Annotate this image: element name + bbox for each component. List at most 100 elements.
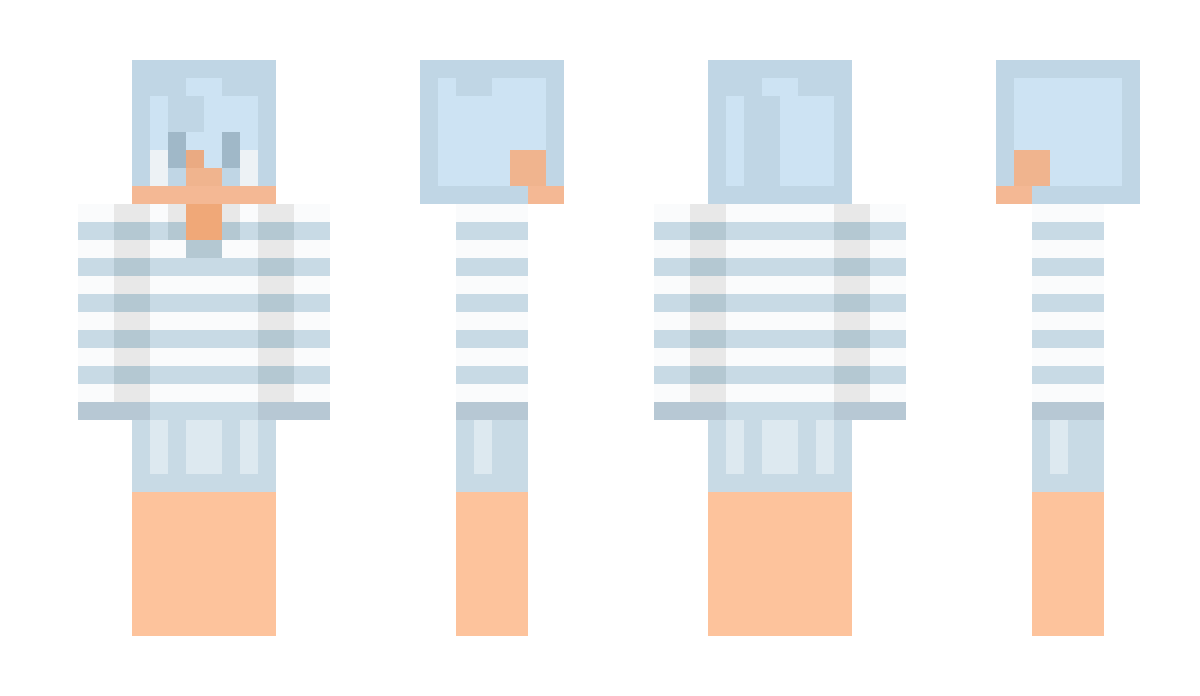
- skin-pixel: [168, 546, 186, 564]
- skin-pixel: [708, 528, 726, 546]
- skin-pixel: [258, 114, 276, 132]
- skin-pixel: [492, 348, 510, 366]
- skin-pixel: [1050, 528, 1068, 546]
- skin-pixel: [204, 96, 222, 114]
- skin-pixel: [258, 60, 276, 78]
- skin-pixel: [510, 294, 528, 312]
- skin-pixel: [654, 222, 672, 240]
- skin-pixel: [96, 402, 114, 420]
- skin-pixel: [546, 132, 564, 150]
- skin-pixel: [726, 294, 744, 312]
- skin-pixel: [204, 600, 222, 618]
- skin-pixel: [762, 60, 780, 78]
- skin-pixel: [258, 420, 276, 438]
- skin-pixel: [492, 114, 510, 132]
- skin-pixel: [186, 60, 204, 78]
- skin-pixel: [816, 150, 834, 168]
- skin-pixel: [762, 294, 780, 312]
- skin-pixel: [1122, 114, 1140, 132]
- skin-pixel: [132, 60, 150, 78]
- skin-pixel: [186, 330, 204, 348]
- skin-pixel: [798, 186, 816, 204]
- skin-pixel: [780, 114, 798, 132]
- skin-pixel: [762, 222, 780, 240]
- skin-pixel: [1086, 384, 1104, 402]
- skin-pixel: [168, 402, 186, 420]
- skin-pixel: [1050, 312, 1068, 330]
- skin-pixel: [132, 510, 150, 528]
- skin-pixel: [96, 330, 114, 348]
- skin-pixel: [1032, 564, 1050, 582]
- skin-pixel: [1086, 168, 1104, 186]
- skin-pixel: [204, 582, 222, 600]
- skin-pixel: [150, 132, 168, 150]
- skin-pixel: [492, 510, 510, 528]
- skin-pixel: [132, 474, 150, 492]
- skin-pixel: [186, 312, 204, 330]
- skin-pixel: [168, 330, 186, 348]
- skin-pixel: [1014, 132, 1032, 150]
- skin-pixel: [1086, 222, 1104, 240]
- skin-pixel: [78, 330, 96, 348]
- skin-pixel: [204, 528, 222, 546]
- skin-pixel: [96, 294, 114, 312]
- skin-pixel: [222, 132, 240, 150]
- skin-pixel: [186, 348, 204, 366]
- skin-pixel: [744, 384, 762, 402]
- skin-pixel: [258, 186, 276, 204]
- skin-pixel: [204, 564, 222, 582]
- skin-pixel: [834, 528, 852, 546]
- skin-pixel: [798, 492, 816, 510]
- skin-pixel: [744, 402, 762, 420]
- skin-pixel: [780, 186, 798, 204]
- skin-pixel: [834, 384, 852, 402]
- skin-pixel: [258, 474, 276, 492]
- skin-pixel: [834, 348, 852, 366]
- skin-pixel: [654, 276, 672, 294]
- skin-pixel: [816, 168, 834, 186]
- skin-pixel: [888, 402, 906, 420]
- skin-pixel: [240, 132, 258, 150]
- skin-pixel: [744, 618, 762, 636]
- skin-pixel: [294, 294, 312, 312]
- skin-pixel: [780, 456, 798, 474]
- skin-pixel: [222, 510, 240, 528]
- skin-pixel: [456, 402, 474, 420]
- skin-pixel: [744, 186, 762, 204]
- skin-pixel: [474, 258, 492, 276]
- skin-pixel: [1068, 258, 1086, 276]
- skin-pixel: [258, 600, 276, 618]
- skin-pixel: [708, 276, 726, 294]
- skin-pixel: [1068, 186, 1086, 204]
- skin-pixel: [186, 96, 204, 114]
- skin-pixel: [798, 204, 816, 222]
- skin-pixel: [834, 600, 852, 618]
- skin-pixel: [744, 600, 762, 618]
- skin-pixel: [1050, 258, 1068, 276]
- skin-pixel: [78, 294, 96, 312]
- skin-pixel: [1032, 492, 1050, 510]
- skin-pixel: [1014, 114, 1032, 132]
- skin-pixel: [474, 546, 492, 564]
- skin-pixel: [816, 618, 834, 636]
- skin-pixel: [204, 492, 222, 510]
- skin-pixel: [258, 438, 276, 456]
- skin-pixel: [132, 204, 150, 222]
- skin-pixel: [528, 96, 546, 114]
- skin-pixel: [834, 330, 852, 348]
- skin-pixel: [546, 60, 564, 78]
- skin-pixel: [456, 294, 474, 312]
- skin-pixel: [240, 204, 258, 222]
- skin-pixel: [204, 330, 222, 348]
- skin-pixel: [204, 546, 222, 564]
- skin-pixel: [690, 312, 708, 330]
- skin-pixel: [240, 276, 258, 294]
- skin-pixel: [420, 96, 438, 114]
- skin-pixel: [204, 510, 222, 528]
- skin-pixel: [168, 222, 186, 240]
- skin-pixel: [996, 168, 1014, 186]
- skin-pixel: [654, 240, 672, 258]
- skin-pixel: [132, 240, 150, 258]
- skin-pixel: [834, 240, 852, 258]
- skin-pixel: [186, 114, 204, 132]
